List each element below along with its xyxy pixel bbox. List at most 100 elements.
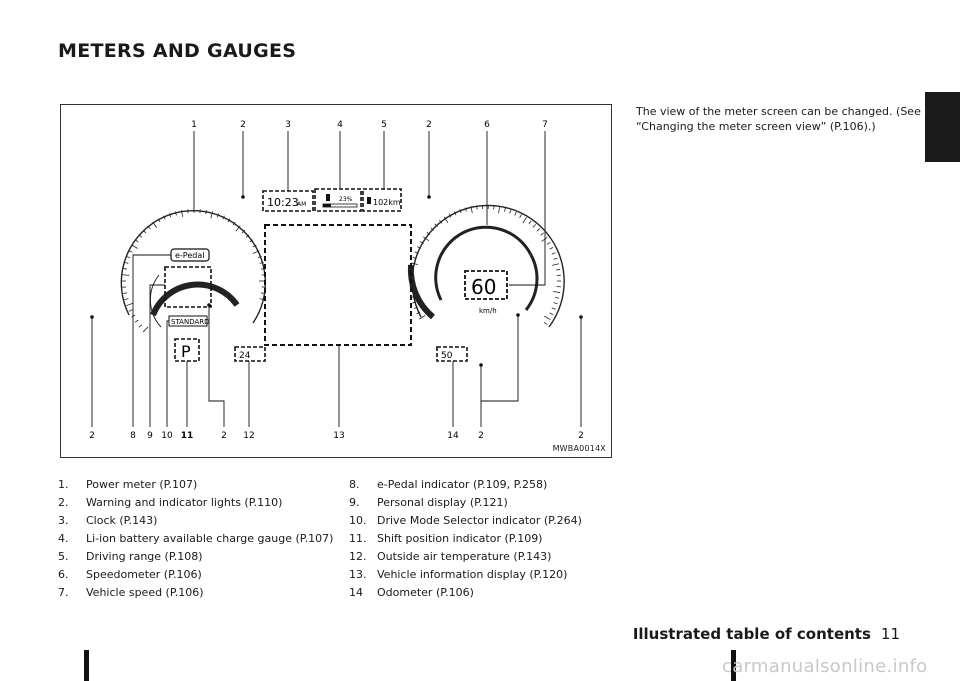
legend-item: 1.Power meter (P.107) <box>58 476 333 494</box>
gauge-tick <box>412 256 417 259</box>
gauge-tick <box>439 219 443 224</box>
legend-item: 6.Speedometer (P.106) <box>58 566 333 584</box>
meter-diagram-svg: 10:23 AM 23% 102km e-Pedal STANDARD P 24… <box>89 120 584 441</box>
range-value: 102km <box>373 198 401 207</box>
gauge-tick <box>430 227 434 231</box>
gauge-tick <box>532 224 537 228</box>
gauge-tick <box>142 326 149 333</box>
odometer-value: 50 <box>441 351 453 361</box>
callout-5: 5 <box>381 120 387 130</box>
gauge-tick <box>522 217 527 224</box>
fuel-pump-icon <box>367 197 371 204</box>
gauge-tick <box>241 229 246 234</box>
gauge-tick <box>426 231 431 236</box>
callout-dots <box>90 195 583 367</box>
gauge-tick <box>157 218 161 223</box>
gauge-tick <box>259 298 264 301</box>
legend-item: 7.Vehicle speed (P.106) <box>58 584 333 602</box>
epedal-label: e-Pedal <box>175 251 204 260</box>
range-box <box>362 188 402 212</box>
callout-14: 14 <box>447 431 459 441</box>
gauge-tick <box>122 274 130 276</box>
legend-item-number: 4. <box>58 532 69 545</box>
gauge-tick <box>123 268 128 270</box>
legend-item-number: 7. <box>58 586 69 599</box>
legend-item: 11.Shift position indicator (P.109) <box>349 530 582 548</box>
gauge-tick <box>126 255 131 259</box>
gauge-tick <box>138 324 143 328</box>
gauge-tick <box>541 237 548 242</box>
vehicle-speed-value: 60 <box>471 275 496 299</box>
callout-9: 9 <box>147 431 153 441</box>
callout-4: 4 <box>337 120 343 130</box>
callout-6: 6 <box>484 120 490 130</box>
gauge-tick <box>227 218 231 223</box>
callout-2: 2 <box>240 120 246 130</box>
speed-unit: km/h <box>479 307 497 315</box>
gauge-tick <box>235 225 241 232</box>
gauge-tick <box>514 211 517 216</box>
gauge-tick <box>448 213 452 218</box>
legend-item-text: Vehicle information display (P.120) <box>377 568 568 581</box>
binding-mark <box>731 650 736 681</box>
clock-suffix: AM <box>297 201 306 208</box>
legend-item-number: 10. <box>349 514 367 527</box>
top-callouts: 1 2 3 4 5 2 6 7 <box>191 120 548 130</box>
legend-item-text: Odometer (P.106) <box>377 586 474 599</box>
legend-item-text: Clock (P.143) <box>86 514 158 527</box>
gauge-tick <box>409 268 415 270</box>
legend-item-number: 12. <box>349 550 367 563</box>
legend-item: 12.Outside air temperature (P.143) <box>349 548 582 566</box>
shift-position: P <box>181 342 191 361</box>
gauge-tick <box>411 262 419 265</box>
gauge-tick <box>412 301 417 304</box>
gauge-tick <box>128 250 133 253</box>
callout-11: 11 <box>181 431 194 441</box>
gauge-tick <box>134 319 139 323</box>
clock-value: 10:23 <box>267 196 299 209</box>
gauge-tick <box>555 296 560 299</box>
gauge-tick <box>257 255 262 259</box>
gauge-tick <box>498 206 501 214</box>
gauge-tick <box>470 206 473 214</box>
gauge-tick <box>546 241 551 245</box>
gauge-tick <box>142 229 147 234</box>
gauge-tick <box>552 263 560 266</box>
legend-item-number: 5. <box>58 550 69 563</box>
gauge-tick <box>260 292 265 294</box>
gauge-tick <box>259 261 264 264</box>
gauge-tick <box>551 252 556 255</box>
legend-item-text: Power meter (P.107) <box>86 478 198 491</box>
section-tab <box>925 92 960 162</box>
gauge-tick <box>174 211 177 216</box>
gauge-tick <box>536 228 541 232</box>
gauge-tick <box>556 269 561 271</box>
page-title: METERS AND GAUGES <box>58 40 297 62</box>
meter-diagram: 10:23 AM 23% 102km e-Pedal STANDARD P 24… <box>60 104 612 458</box>
legend-item-text: Drive Mode Selector indicator (P.264) <box>377 514 582 527</box>
legend-item-number: 13. <box>349 568 367 581</box>
legend-item-number: 8. <box>349 478 360 491</box>
legend-left: 1.Power meter (P.107)2.Warning and indic… <box>58 476 333 602</box>
callout-2: 2 <box>478 431 484 441</box>
gauge-tick <box>232 221 236 226</box>
temperature-value: 24 <box>239 351 251 361</box>
gauge-tick <box>205 210 207 215</box>
legend-item-text: e-Pedal indicator (P.109, P.258) <box>377 478 548 491</box>
bottom-callouts: 2 8 9 10 11 2 12 13 14 2 2 <box>89 431 584 441</box>
gauge-tick <box>419 241 424 244</box>
legend-item-number: 6. <box>58 568 69 581</box>
legend-item-text: Driving range (P.108) <box>86 550 203 563</box>
gauge-tick <box>252 244 257 248</box>
battery-icon <box>326 194 330 201</box>
gauge-tick <box>123 292 128 294</box>
odometer-box <box>436 346 468 362</box>
gauge-tick <box>443 216 449 224</box>
legend-item-number: 2. <box>58 496 69 509</box>
callout-12: 12 <box>243 431 254 441</box>
legend-item: 5. Driving range (P.108) <box>58 548 333 566</box>
callout-2: 2 <box>221 431 227 441</box>
vehicle-info-display <box>264 224 412 346</box>
gauge-tick <box>528 220 532 225</box>
